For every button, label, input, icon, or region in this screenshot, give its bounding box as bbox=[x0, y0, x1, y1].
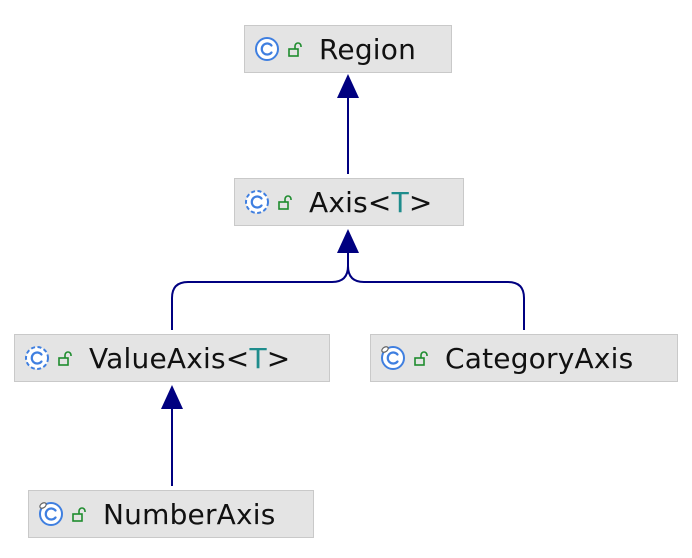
abstract-class-icon bbox=[25, 346, 49, 370]
abstract-class-icon bbox=[245, 190, 269, 214]
class-name: Axis<T> bbox=[309, 185, 433, 219]
class-name: NumberAxis bbox=[103, 497, 276, 531]
arrowhead-axis bbox=[337, 229, 359, 253]
class-node-categoryaxis[interactable]: CategoryAxis bbox=[370, 334, 678, 382]
unlocked-icon bbox=[278, 195, 292, 210]
final-class-icon bbox=[381, 346, 405, 370]
class-icon bbox=[255, 37, 279, 61]
arrowhead-valueaxis bbox=[161, 385, 183, 409]
unlocked-icon bbox=[288, 42, 302, 57]
class-name: Region bbox=[319, 32, 417, 66]
class-node-numberaxis[interactable]: NumberAxis bbox=[28, 490, 314, 538]
class-node-valueaxis[interactable]: ValueAxis<T> bbox=[14, 334, 330, 382]
final-class-icon bbox=[39, 502, 63, 526]
edge-categoryaxis-axis bbox=[347, 252, 525, 330]
type-parameter: T bbox=[249, 341, 267, 375]
unlocked-icon bbox=[72, 507, 86, 522]
unlocked-icon bbox=[414, 351, 428, 366]
type-parameter: T bbox=[391, 185, 409, 219]
class-name: CategoryAxis bbox=[445, 341, 634, 375]
class-node-region[interactable]: Region bbox=[244, 25, 452, 73]
class-node-axis[interactable]: Axis<T> bbox=[234, 178, 464, 226]
arrowhead-region bbox=[337, 74, 359, 98]
unlocked-icon bbox=[58, 351, 72, 366]
class-name: ValueAxis<T> bbox=[89, 341, 291, 375]
edge-valueaxis-axis bbox=[171, 252, 349, 330]
